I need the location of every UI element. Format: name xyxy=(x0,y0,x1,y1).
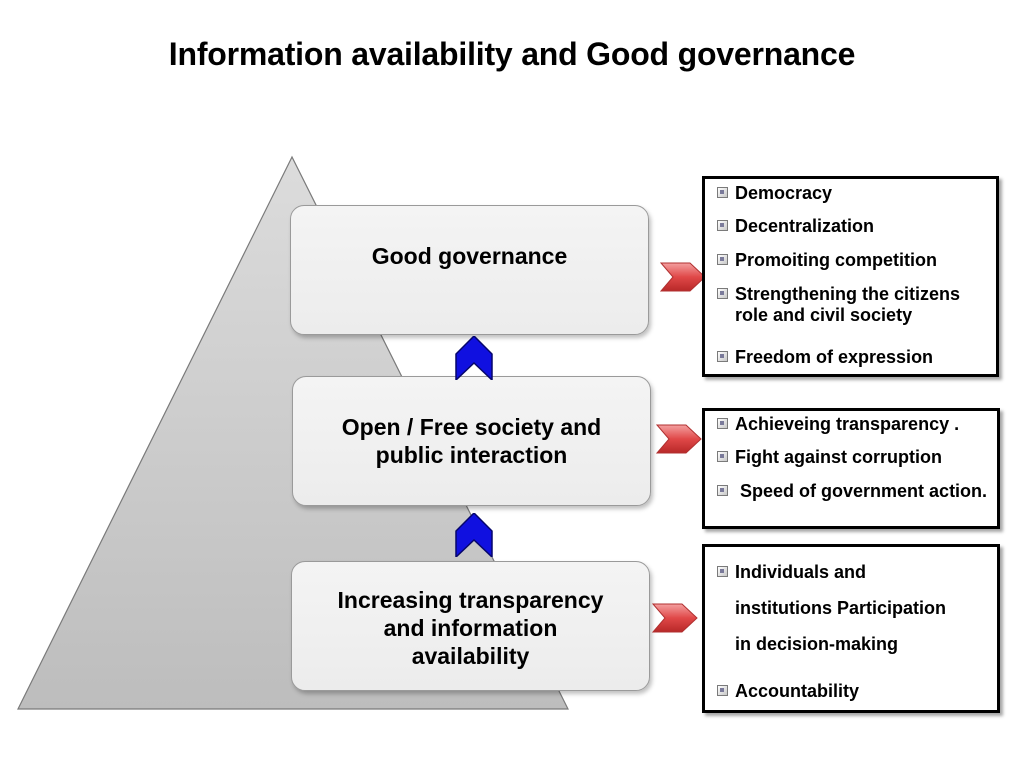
tier-label: Open / Free society and public interacti… xyxy=(341,414,602,468)
square-bullet-icon xyxy=(717,685,728,696)
square-bullet-icon xyxy=(717,288,728,299)
tier-label: Good governance xyxy=(371,243,568,269)
list-item: Freedom of expression xyxy=(717,347,990,368)
square-bullet-icon xyxy=(717,187,728,198)
square-bullet-icon xyxy=(717,451,728,462)
list-item: Individuals and xyxy=(717,562,991,583)
tier-label: Increasing transparency and information … xyxy=(337,587,604,669)
square-bullet-icon xyxy=(717,485,728,496)
list-item: Democracy xyxy=(717,183,990,204)
tier-increasing-transparency: Increasing transparency and information … xyxy=(291,561,650,691)
list-item: Strengthening the citizens role and civi… xyxy=(717,284,990,326)
chevron-up-icon xyxy=(455,513,493,557)
square-bullet-icon xyxy=(717,566,728,577)
chevron-right-arrow-icon xyxy=(660,262,706,292)
square-bullet-icon xyxy=(717,418,728,429)
transparency-outcomes-box: Individuals and institutions Participati… xyxy=(702,544,1000,713)
list-item: Speed of government action. xyxy=(717,481,991,502)
chevron-right-arrow-icon xyxy=(656,424,702,454)
slide-title: Information availability and Good govern… xyxy=(168,36,856,72)
list-item: institutions Participation xyxy=(735,598,947,618)
square-bullet-icon xyxy=(717,351,728,362)
square-bullet-icon xyxy=(717,254,728,265)
list-item: Decentralization xyxy=(717,216,990,237)
list-item: Accountability xyxy=(717,681,991,702)
chevron-up-icon xyxy=(455,336,493,380)
square-bullet-icon xyxy=(717,220,728,231)
tier-open-free-society: Open / Free society and public interacti… xyxy=(292,376,651,506)
society-outcomes-box: Achieveing transparency . Fight against … xyxy=(702,408,1000,529)
list-item: Achieveing transparency . xyxy=(717,414,991,435)
list-item: Fight against corruption xyxy=(717,447,991,468)
chevron-right-arrow-icon xyxy=(652,603,698,633)
tier-good-governance: Good governance xyxy=(290,205,649,335)
governance-outcomes-box: Democracy Decentralization Promoiting co… xyxy=(702,176,999,377)
list-item: in decision-making xyxy=(735,634,899,654)
list-item: Promoiting competition xyxy=(717,250,990,271)
